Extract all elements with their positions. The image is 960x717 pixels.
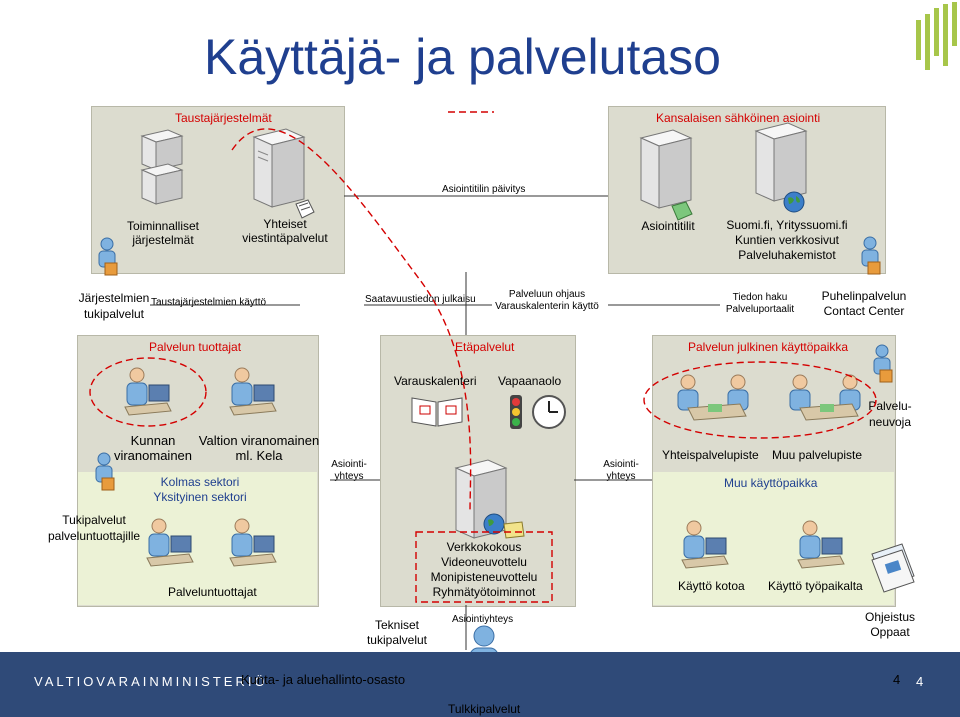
document-icon (503, 521, 525, 539)
yhteispalvelupiste-label: Yhteispalvelupiste (662, 448, 759, 462)
kolmas-sektori-label: Kolmas sektori Yksityinen sektori (153, 475, 247, 504)
decoration-bar (916, 20, 921, 60)
footer-brand: VALTIOVARAINMINISTERIÖ (34, 674, 268, 689)
asiointitilin-paivitys-label: Asiointitilin päivitys (442, 184, 526, 195)
kaytto-kotoa-label: Käyttö kotoa (678, 579, 745, 593)
yhteiset-label: Yhteiset viestintäpalvelut (242, 217, 328, 245)
kunnan-label: Kunnan viranomainen (113, 433, 193, 463)
server-icon (639, 129, 693, 209)
taustajarjestelmien-kaytto-label: Taustajärjestelmien käyttö (151, 297, 267, 308)
document-icon (871, 543, 915, 593)
page-title: Käyttäjä- ja palvelutaso (204, 29, 721, 85)
palveluneuvoja-label: Palvelu- neuvoja (868, 399, 912, 429)
footer-department: Kunta- ja aluehallinto-osasto (241, 672, 406, 687)
muu-palvelupiste-label: Muu palvelupiste (772, 448, 863, 462)
asiointitilit-label: Asiointitilit (641, 219, 695, 233)
verkkokokous-label: Verkkokokous Videoneuvottelu Monipistene… (430, 540, 538, 599)
valtion-label: Valtion viranomainen ml. Kela (198, 433, 320, 463)
tiedon-haku-label: Tiedon haku Palveluportaalit (725, 292, 795, 315)
asiointiyhteys-bottom-label: Asiointiyhteys (452, 614, 514, 625)
jarjestelmien-tukipalvelut-label: Järjestelmien tukipalvelut (78, 291, 150, 321)
computer-user-icon (797, 520, 845, 569)
computer-user-icon (861, 236, 881, 275)
computer-user-icon (98, 237, 118, 276)
decoration-bar (934, 8, 939, 56)
asiointiyhteys-right-label: Asiointi- yhteys (603, 459, 639, 482)
tulkkipalvelut-label: Tulkkipalvelut (448, 702, 521, 716)
computer-user-icon (229, 518, 277, 567)
page-number: 4 (893, 672, 901, 687)
globe-icon (783, 191, 805, 213)
people-meeting-icon (789, 374, 861, 421)
toiminnalliset-label: Toiminnalliset järjestelmät (126, 219, 200, 247)
computer-user-icon (146, 518, 194, 567)
server-icon (140, 129, 184, 205)
decoration-bar (952, 2, 957, 46)
palveluun-ohjaus-label: Palveluun ohjaus Varauskalenterin käyttö (495, 289, 599, 312)
suomi-fi-label: Suomi.fi, Yrityssuomi.fi Kuntien verkkos… (726, 218, 848, 262)
page-number: 4 (916, 674, 924, 689)
decoration-bar (925, 14, 930, 70)
document-icon (671, 201, 693, 221)
computer-user-icon (95, 452, 115, 491)
computer-user-icon (873, 344, 893, 383)
computer-user-icon (229, 367, 277, 416)
clock-icon (532, 395, 566, 429)
tekniset-tukipalvelut-label: Tekniset tukipalvelut (366, 618, 428, 647)
footer-bar: VALTIOVARAINMINISTERIÖ Kunta- ja aluehal… (0, 652, 960, 717)
panel-title: Taustajärjestelmät (175, 111, 272, 125)
traffic-light-icon (510, 395, 522, 429)
muu-kayttopaikka-label: Muu käyttöpaikka (724, 476, 818, 490)
asiointiyhteys-left-label: Asiointi- yhteys (331, 459, 367, 482)
decoration-bar (943, 4, 948, 66)
computer-user-icon (681, 520, 729, 569)
panel-title: Palvelun tuottajat (149, 340, 242, 354)
saatavuustiedon-julkaisu-label: Saatavuustiedon julkaisu (365, 294, 476, 305)
panel-title: Palvelun julkinen käyttöpaikka (688, 340, 849, 354)
people-meeting-icon (677, 374, 749, 421)
puhelinpalvelun-label: Puhelinpalvelun Contact Center (821, 289, 907, 318)
ohjeistus-label: Ohjeistus Oppaat (864, 610, 916, 639)
panel-title: Kansalaisen sähköinen asiointi (656, 111, 821, 125)
tukipalvelut-label: Tukipalvelut palveluntuottajille (47, 513, 141, 543)
computer-user-icon (124, 367, 172, 416)
panel-title: Etäpalvelut (455, 340, 515, 354)
kaytto-tyopaikalta-label: Käyttö työpaikalta (768, 579, 863, 593)
server-icon (754, 122, 808, 202)
varauskalenteri-label: Varauskalenteri (394, 374, 477, 388)
palveluntuottajat-label: Palveluntuottajat (168, 585, 257, 599)
calendar-icon (411, 397, 463, 427)
vapaanaolo-label: Vapaanaolo (498, 374, 562, 388)
